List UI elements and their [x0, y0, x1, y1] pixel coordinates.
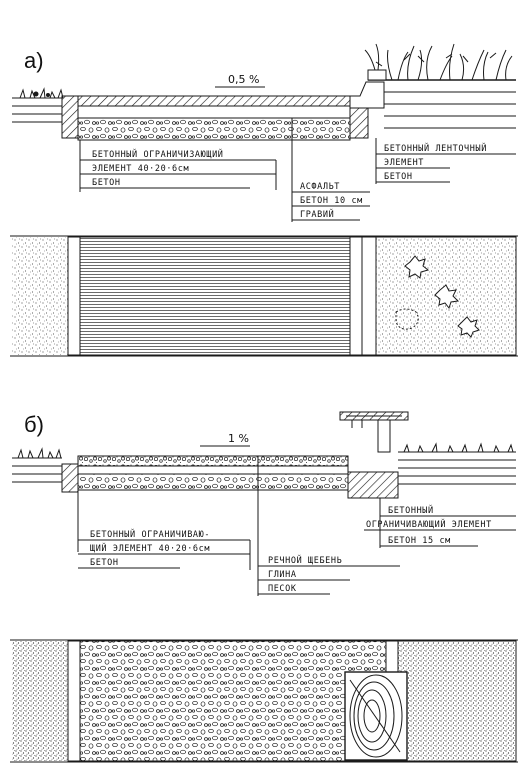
panel-b-plan-gravel-path [79, 640, 387, 762]
panel-a-gravel-layer [77, 117, 351, 141]
panel-a-right-callout-line-2: ЭЛЕМЕНТ [384, 158, 424, 168]
panel-b-right-grass [403, 442, 514, 453]
panel-b-left-grass [17, 447, 62, 459]
panel-a-left-curb [61, 95, 79, 139]
panel-a-plan-left-lawn [12, 237, 68, 355]
panel-a-middle-callout-line-3: ГРАВИЙ [300, 208, 334, 220]
panel-a-left-ground [12, 87, 64, 123]
panel-a-left-callout-line-3: БЕТОН [92, 178, 121, 188]
panel-b-plan-left-curb [67, 640, 81, 762]
panel-b-middle-callout-line-3: ПЕСОК [268, 584, 297, 594]
panel-b-sand-layer [77, 473, 349, 491]
panel-b-right-callout-line-1: БЕТОННЫЙ [388, 504, 434, 516]
panel-a-right-callout-line-1: БЕТОННЫЙ ЛЕНТОЧНЫЙ [384, 142, 487, 154]
panel-b-plan-bench [344, 671, 408, 761]
panel-a-planting-bed [364, 43, 516, 129]
panel-b-crushed-stone-layer [77, 455, 349, 467]
panel-b-middle-callout-line-2: ГЛИНА [268, 570, 297, 580]
panel-a-left-callout: БЕТОННЫЙ ОГРАНИЧИЗАЮЩИЙ ЭЛЕМЕНТ 40·20·6с… [79, 140, 277, 192]
panel-a-left-callout-line-2: ЭЛЕМЕНТ 40·20·6см [92, 164, 189, 174]
panel-a-asphalt-layer [77, 95, 351, 107]
panel-b-clay-layer [77, 465, 349, 475]
panel-b-right-callout: БЕТОННЫЙ ОГРАНИЧИВАЮЩИЙ ЭЛЕМЕНТ БЕТОН 15… [364, 498, 516, 548]
panel-b-left-callout-line-3: БЕТОН [90, 558, 119, 568]
panel-b-right-callout-line-3: БЕТОН 15 см [388, 536, 451, 546]
panel-b-left-ground [12, 447, 62, 483]
panel-a-plan-asphalt [79, 236, 351, 356]
panel-a-slope-label: 0,5 % [228, 73, 259, 86]
panel-b-plan-left-lawn [12, 641, 68, 761]
panel-b-left-callout-line-2: ЩИЙ ЭЛЕМЕНТ 40·20·6см [90, 542, 210, 554]
panel-a-section: а) 0,5 % [12, 43, 516, 222]
panel-a-left-grass [19, 87, 64, 99]
panel-b-right-callout-line-2: ОГРАНИЧИВАЮЩИЙ ЭЛЕМЕНТ [366, 518, 492, 530]
panel-a-plan [10, 235, 518, 357]
panel-b-plan [10, 639, 518, 763]
panel-a-concrete-layer [77, 105, 351, 119]
panel-b-bench [339, 411, 409, 453]
panel-a-right-callout-line-3: БЕТОН [384, 172, 413, 182]
panel-b-left-curb [61, 463, 79, 493]
panel-a-right-callout: БЕТОННЫЙ ЛЕНТОЧНЫЙ ЭЛЕМЕНТ БЕТОН [375, 138, 516, 184]
panel-a-label: а) [24, 48, 44, 73]
panel-b-label: б) [24, 412, 44, 437]
panel-a-left-callout-line-1: БЕТОННЫЙ ОГРАНИЧИЗАЮЩИЙ [92, 148, 224, 160]
panel-a-plants [364, 43, 513, 81]
panel-a-plan-left-curb [67, 236, 81, 356]
panel-b-left-callout: БЕТОННЫЙ ОГРАНИЧИВАЮ- ЩИЙ ЭЛЕМЕНТ 40·20·… [77, 492, 251, 570]
panel-a-plan-shrubs [395, 255, 480, 338]
panel-b-plan-right-lawn [397, 640, 517, 762]
panel-a-middle-callout-line-1: АСФАЛЬТ [300, 182, 340, 192]
panel-a-plan-right-ribbon [349, 236, 363, 356]
panel-a-right-ribbon-element [349, 107, 369, 139]
panel-b-middle-callout: РЕЧНОЙ ЩЕБЕНЬ ГЛИНА ПЕСОК [257, 490, 400, 596]
panel-a-middle-callout-line-2: БЕТОН 10 см [300, 196, 363, 206]
panel-b-section: б) 1 % [12, 411, 516, 596]
panel-b-middle-callout-line-1: РЕЧНОЙ ЩЕБЕНЬ [268, 554, 342, 566]
panel-b-right-ground [398, 442, 516, 485]
panel-b-slope-label: 1 % [228, 432, 249, 445]
panel-b-right-curb [347, 471, 399, 499]
panel-a-right-step [350, 81, 385, 109]
panel-a-middle-callout: АСФАЛЬТ БЕТОН 10 см ГРАВИЙ [291, 118, 370, 222]
panel-b-left-callout-line-1: БЕТОННЫЙ ОГРАНИЧИВАЮ- [90, 528, 210, 540]
